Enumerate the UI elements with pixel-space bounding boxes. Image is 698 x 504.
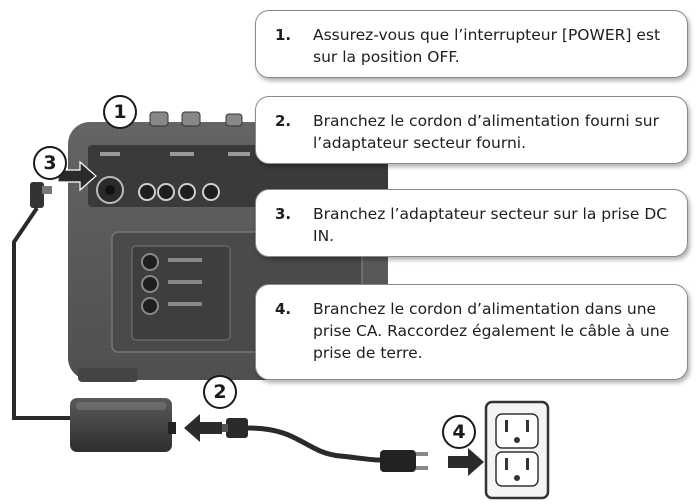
callout-3: 3	[33, 146, 67, 180]
power-plug-icon	[222, 418, 428, 472]
step-text: Branchez le cordon d’alimentation fourni…	[313, 112, 659, 152]
wall-outlet-icon	[484, 400, 550, 500]
arrow-icon	[184, 414, 222, 442]
dc-cord	[12, 182, 72, 420]
step-3-box: 3. Branchez l’adaptateur secteur sur la …	[255, 189, 688, 257]
step-2-box: 2. Branchez le cordon d’alimentation fou…	[255, 96, 688, 164]
step-text: Assurez-vous que l’interrupteur [POWER] …	[313, 26, 661, 66]
step-text: Branchez l’adaptateur secteur sur la pri…	[313, 205, 668, 245]
arrow-icon	[448, 448, 484, 476]
step-text: Branchez le cordon d’alimentation dans u…	[313, 300, 670, 362]
step-number: 3.	[275, 205, 292, 223]
step-4-box: 4. Branchez le cordon d’alimentation dan…	[255, 284, 688, 380]
step-number: 1.	[275, 26, 292, 44]
callout-1: 1	[103, 95, 137, 129]
ac-adapter-icon	[70, 398, 176, 452]
step-number: 2.	[275, 112, 292, 130]
arrow-icon	[57, 160, 97, 192]
callout-2: 2	[203, 375, 237, 409]
step-number: 4.	[275, 300, 292, 318]
step-1-box: 1. Assurez-vous que l’interrupteur [POWE…	[255, 10, 688, 78]
callout-4: 4	[442, 415, 476, 449]
